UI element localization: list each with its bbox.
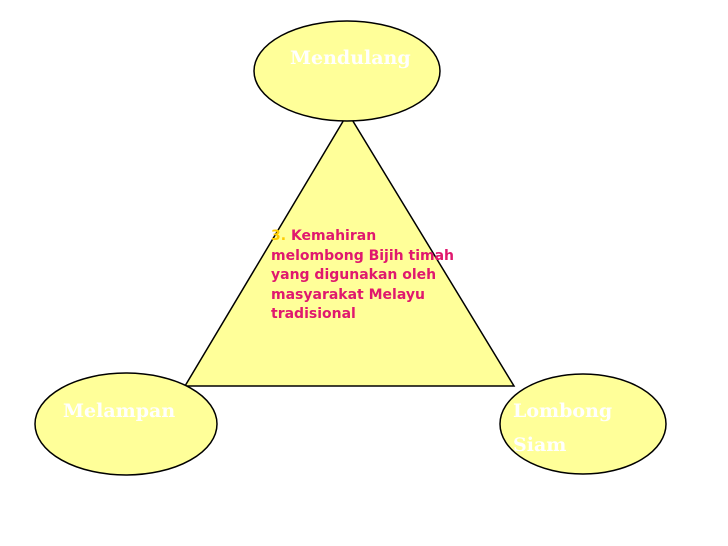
top-node-label: Mendulang xyxy=(290,41,411,75)
center-number: 3. xyxy=(271,228,287,244)
left-node-ellipse xyxy=(34,372,218,476)
center-description: 3. Kemahiran melombong Bijih timah yang … xyxy=(271,227,471,325)
top-node-text: Mendulang xyxy=(290,47,411,69)
right-node-text-line2: Siam xyxy=(513,434,567,456)
center-text: Kemahiran melombong Bijih timah yang dig… xyxy=(271,228,454,322)
left-node-text: Melampan xyxy=(63,400,176,422)
right-node-text-line1: Lombong xyxy=(513,400,613,422)
right-node-ellipse xyxy=(499,373,667,475)
right-node-label: Lombong Siam xyxy=(513,394,633,462)
top-node-ellipse xyxy=(253,20,441,122)
left-node-label: Melampan xyxy=(63,394,175,428)
central-triangle xyxy=(183,111,516,387)
